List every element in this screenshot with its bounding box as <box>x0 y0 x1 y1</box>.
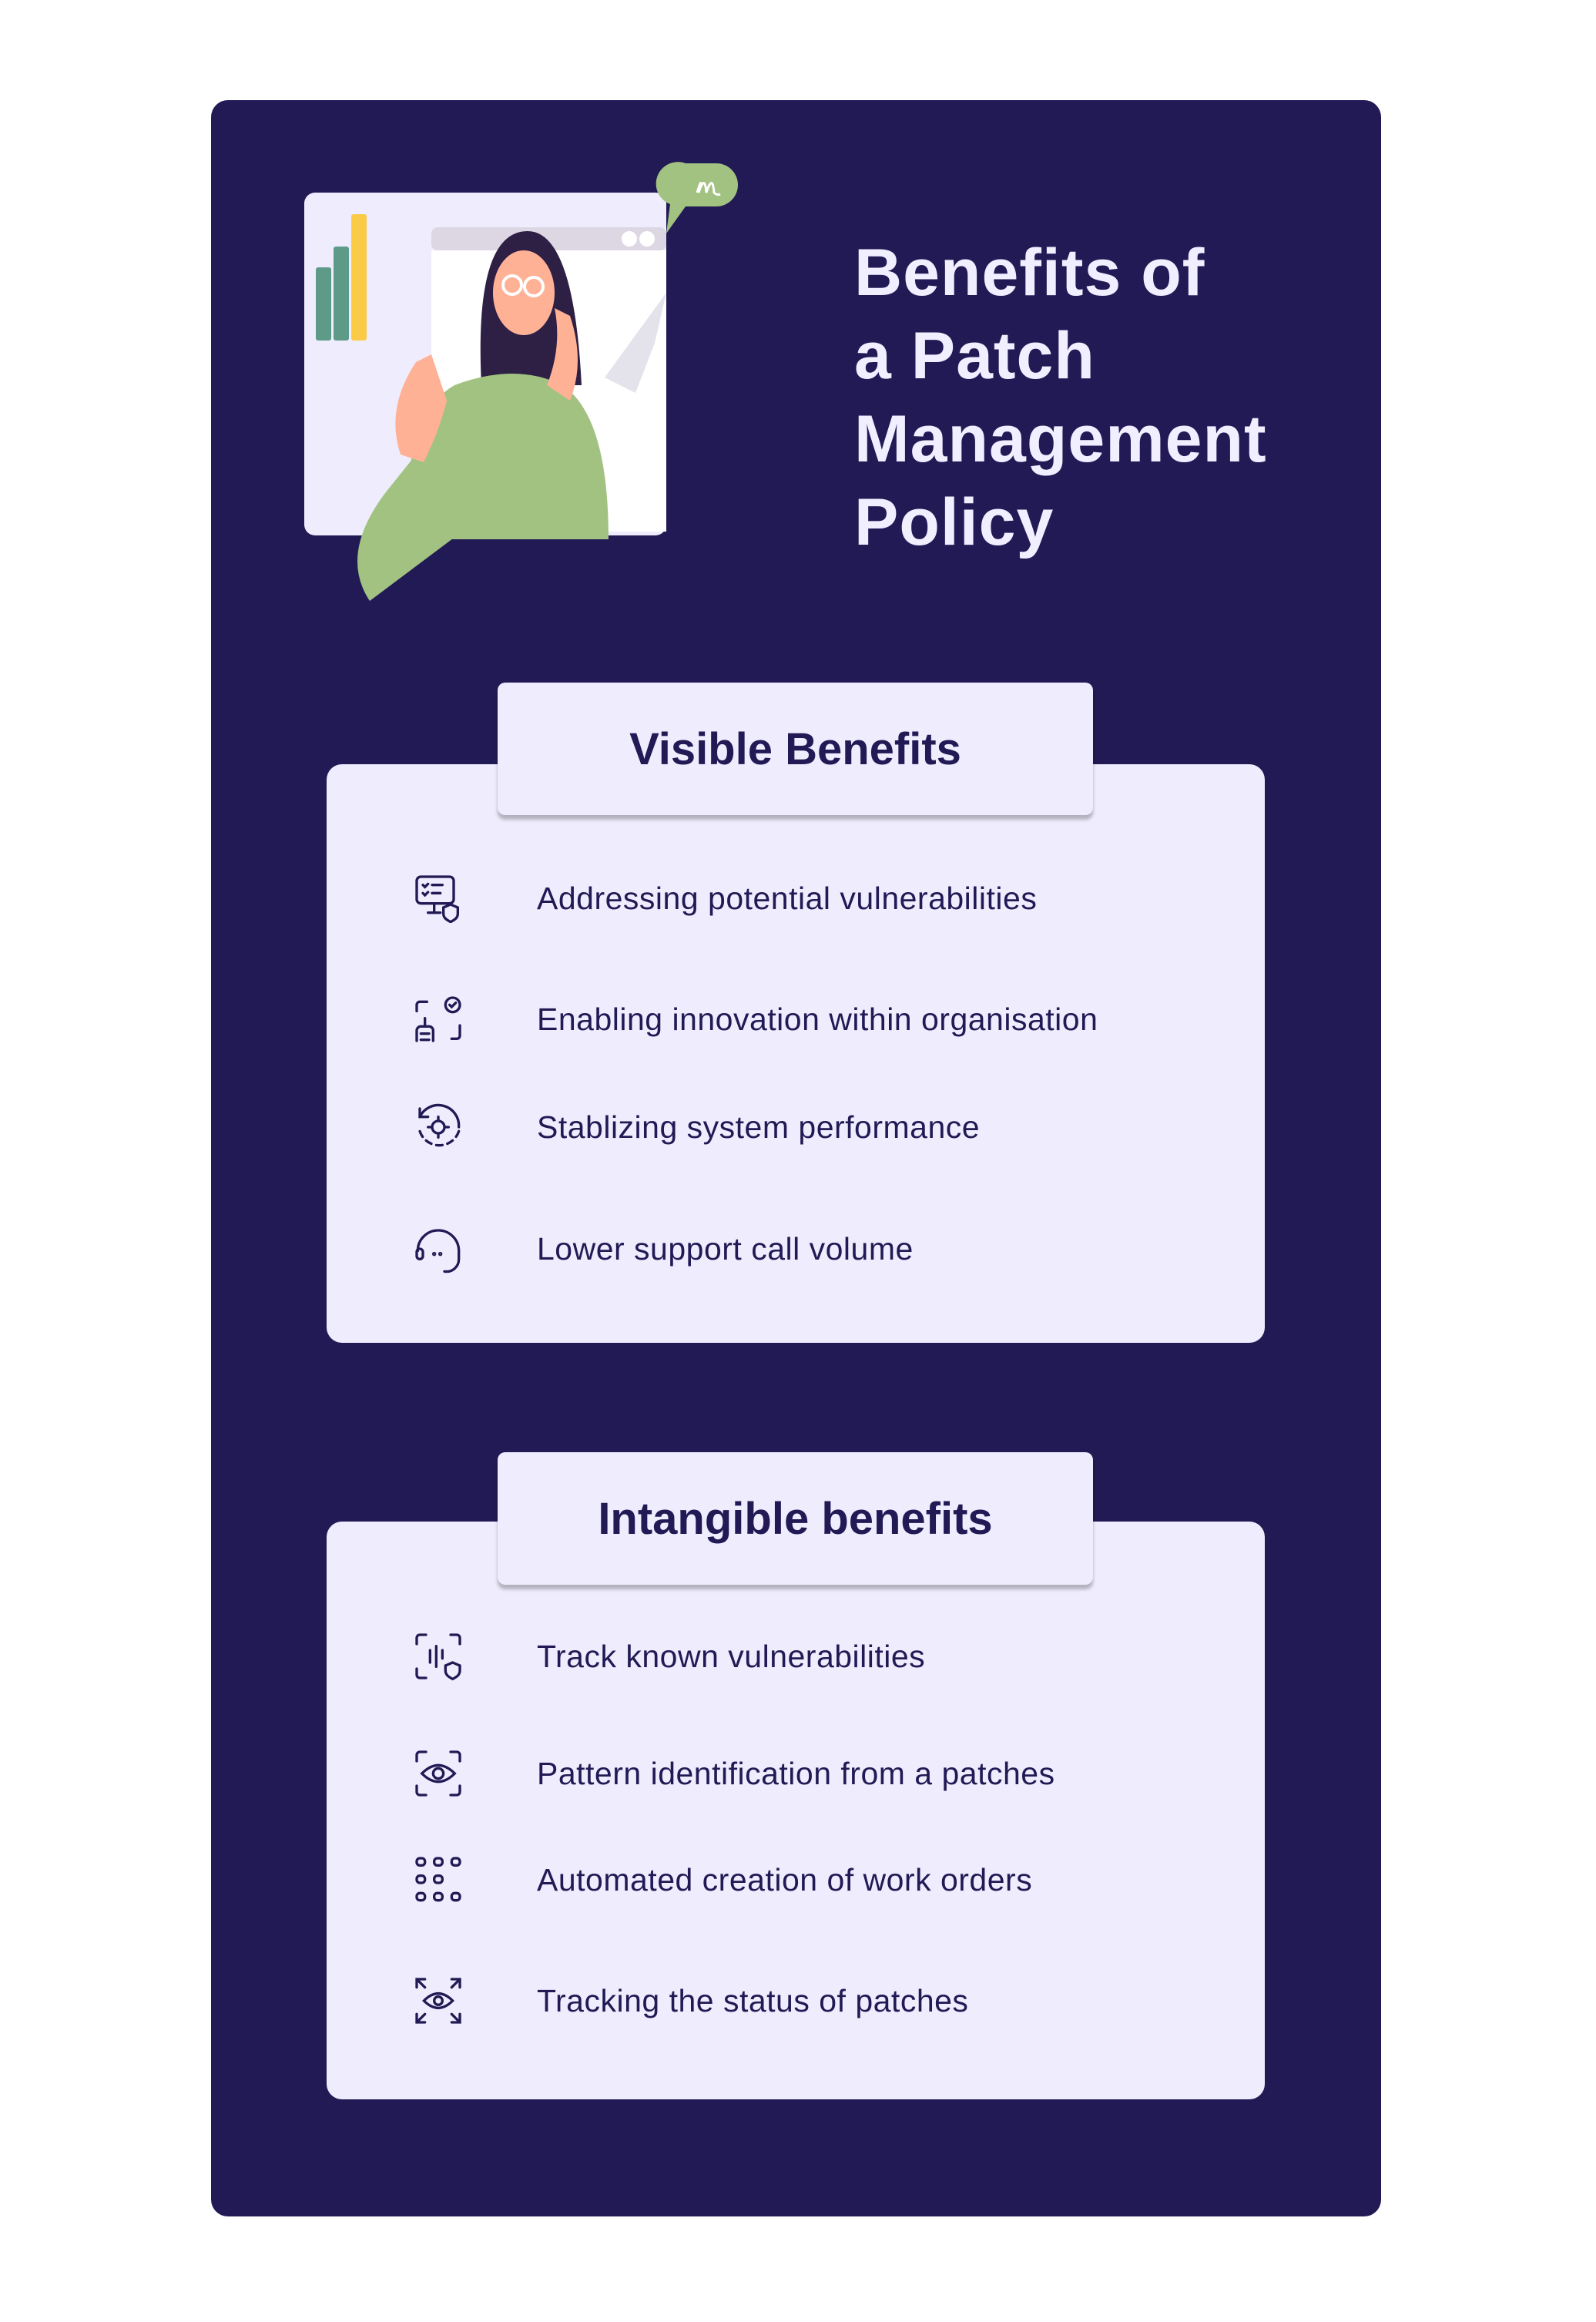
eye-scan-icon <box>415 1750 461 1797</box>
scan-shield-icon <box>415 1633 461 1681</box>
list-item: Track known vulnerabilities <box>414 1629 925 1683</box>
item-label: Pattern identification from a patches <box>537 1755 1055 1791</box>
headset-icon <box>415 1229 461 1273</box>
item-label: Tracking the status of patches <box>537 1982 969 2018</box>
item-label: Lower support call volume <box>537 1230 914 1267</box>
intangible-benefits-heading: Intangible benefits <box>498 1452 1093 1585</box>
grid-dots-icon <box>415 1857 461 1902</box>
title-line: Policy <box>854 485 1054 559</box>
intangible-benefits-card <box>327 1522 1265 2099</box>
item-label: Stablizing system performance <box>537 1109 981 1145</box>
list-item: Tracking the status of patches <box>414 1974 968 2028</box>
list-item: Enabling innovation within organisation <box>414 992 1098 1046</box>
list-item: Addressing potential vulnerabilities <box>414 871 1037 925</box>
list-item: Stablizing system performance <box>414 1100 980 1154</box>
eye-expand-icon <box>415 1978 461 2024</box>
monitor-shield-icon <box>415 875 459 923</box>
gear-refresh-icon <box>418 1103 461 1147</box>
item-label: Automated creation of work orders <box>537 1861 1033 1898</box>
list-item: Lower support call volume <box>414 1222 914 1276</box>
item-label: Enabling innovation within organisation <box>537 1001 1098 1037</box>
visible-benefits-heading: Visible Benefits <box>498 683 1093 815</box>
list-item: Pattern identification from a patches <box>414 1747 1055 1800</box>
visible-benefits-card <box>327 764 1265 1343</box>
woman-thinking-illustration <box>304 162 738 601</box>
item-label: Addressing potential vulnerabilities <box>537 880 1038 916</box>
title-line: Management <box>854 402 1267 476</box>
title-line: Benefits of <box>854 236 1205 310</box>
page-title: Benefits of a Patch Management Policy <box>854 231 1267 564</box>
title-line: a Patch <box>854 319 1095 393</box>
item-label: Track known vulnerabilities <box>537 1638 926 1674</box>
innovation-check-icon <box>415 996 461 1042</box>
list-item: Automated creation of work orders <box>414 1853 1032 1907</box>
